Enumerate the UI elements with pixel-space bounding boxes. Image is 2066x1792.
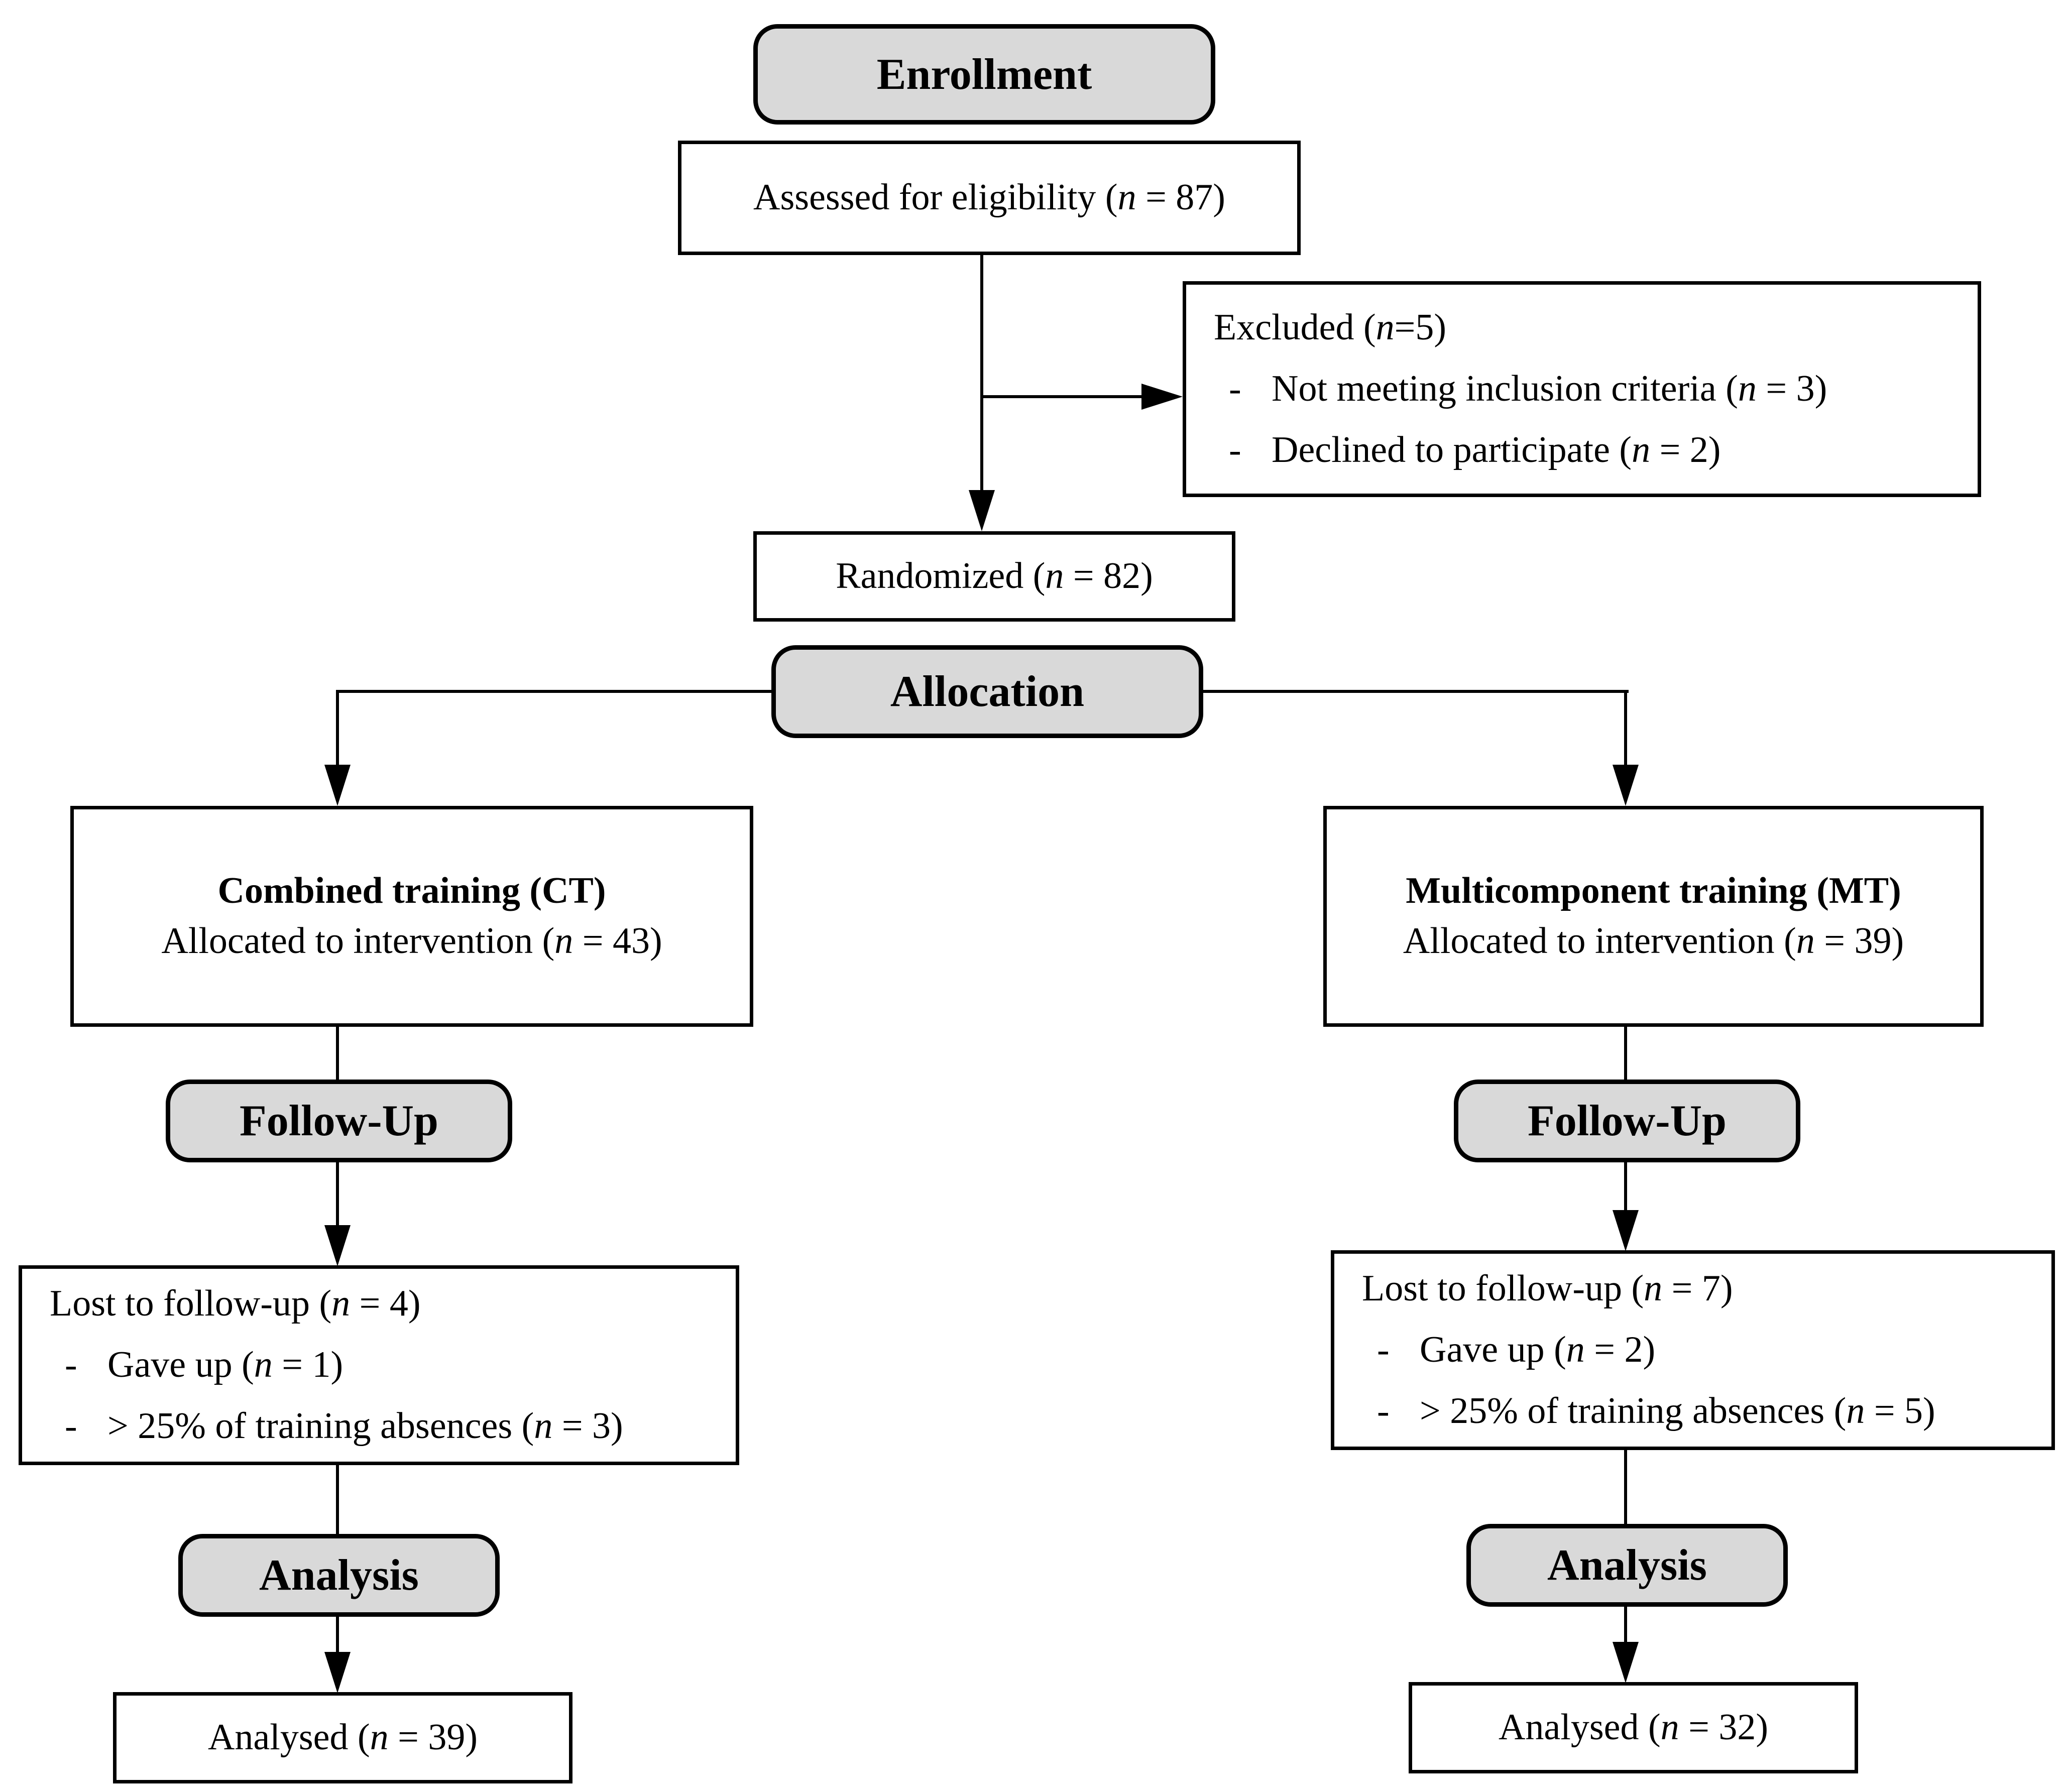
analysis-stage-badge-left: Analysis [178,1534,500,1617]
ct-arm-name: Combined training (CT) [217,870,606,912]
connector-line [337,690,771,693]
arrow-down-icon [969,490,995,531]
connector-line [1624,1449,1627,1525]
allocation-stage-badge: Allocation [771,645,1203,738]
connector-line [982,395,1143,398]
mt-analysed-text: Analysed (n = 32) [1498,1707,1769,1748]
bullet-dash: - [1229,368,1241,410]
bullet-dash: - [1377,1390,1390,1431]
excluded-box: Excluded (n=5) - Not meeting inclusion c… [1183,281,1981,497]
followup-stage-label: Follow-Up [1528,1097,1727,1145]
connector-line [1203,690,1629,693]
analysis-stage-label: Analysis [1547,1541,1707,1590]
arrow-down-icon [1613,1642,1639,1683]
bullet-dash: - [1229,429,1241,470]
list-item: - > 25% of training absences (n = 3) [50,1401,721,1452]
analysis-stage-label: Analysis [259,1551,419,1600]
list-item: - Gave up (n = 1) [50,1340,721,1390]
ct-lost-title: Lost to follow-up (n = 4) [50,1283,421,1325]
connector-line [1624,1026,1627,1082]
ct-analysed-box: Analysed (n = 39) [113,1692,572,1783]
followup-stage-label: Follow-Up [240,1097,438,1145]
connector-line [336,690,339,766]
arrow-down-icon [1613,1210,1639,1251]
arrow-right-icon [1141,384,1183,410]
connector-line [336,1616,339,1654]
mt-allocated-text: Allocated to intervention (n = 39) [1403,920,1904,962]
mt-analysed-box: Analysed (n = 32) [1409,1682,1858,1773]
arrow-down-icon [1613,765,1639,806]
excluded-title: Excluded (n=5) [1214,307,1446,348]
mt-lost-title: Lost to follow-up (n = 7) [1362,1268,1733,1309]
allocation-stage-label: Allocation [890,667,1085,716]
ct-lost-box: Lost to follow-up (n = 4) - Gave up (n =… [19,1265,739,1465]
ct-analysed-text: Analysed (n = 39) [207,1717,478,1758]
mt-lost-reason: > 25% of training absences (n = 5) [1420,1390,1935,1431]
mt-lost-reason: Gave up (n = 2) [1420,1329,1656,1371]
connector-line [336,1026,339,1082]
connector-line [1624,1161,1627,1212]
enrollment-stage-label: Enrollment [876,50,1092,99]
excluded-reason: Declined to participate (n = 2) [1272,429,1721,470]
randomized-text: Randomized (n = 82) [836,555,1153,597]
bullet-dash: - [65,1344,77,1386]
connector-line [980,255,983,497]
bullet-dash: - [65,1405,77,1447]
enrollment-stage-badge: Enrollment [753,24,1215,125]
arrow-down-icon [324,1225,351,1266]
list-item: - Not meeting inclusion criteria (n = 3) [1214,364,1963,414]
ct-allocation-box: Combined training (CT) Allocated to inte… [70,806,753,1027]
followup-stage-badge-left: Follow-Up [166,1080,512,1162]
ct-lost-reason: > 25% of training absences (n = 3) [107,1405,623,1447]
connector-line [336,1464,339,1535]
ct-lost-reason: Gave up (n = 1) [107,1344,343,1386]
connector-line [1624,1606,1627,1644]
ct-allocated-text: Allocated to intervention (n = 43) [161,920,662,962]
connector-line [336,1161,339,1227]
mt-arm-name: Multicomponent training (MT) [1406,870,1901,912]
bullet-dash: - [1377,1329,1390,1371]
assessed-box: Assessed for eligibility (n = 87) [678,141,1301,255]
excluded-reason: Not meeting inclusion criteria (n = 3) [1272,368,1827,410]
randomized-box: Randomized (n = 82) [753,531,1235,622]
list-item: - Gave up (n = 2) [1362,1325,2036,1375]
followup-stage-badge-right: Follow-Up [1454,1080,1800,1162]
assessed-text: Assessed for eligibility (n = 87) [753,177,1225,218]
arrow-down-icon [324,765,351,806]
mt-allocation-box: Multicomponent training (MT) Allocated t… [1323,806,1984,1027]
analysis-stage-badge-right: Analysis [1466,1524,1788,1607]
connector-line [1624,690,1627,766]
arrow-down-icon [324,1652,351,1693]
list-item: - > 25% of training absences (n = 5) [1362,1386,2036,1437]
list-item: - Declined to participate (n = 2) [1214,425,1963,475]
mt-lost-box: Lost to follow-up (n = 7) - Gave up (n =… [1331,1250,2055,1450]
